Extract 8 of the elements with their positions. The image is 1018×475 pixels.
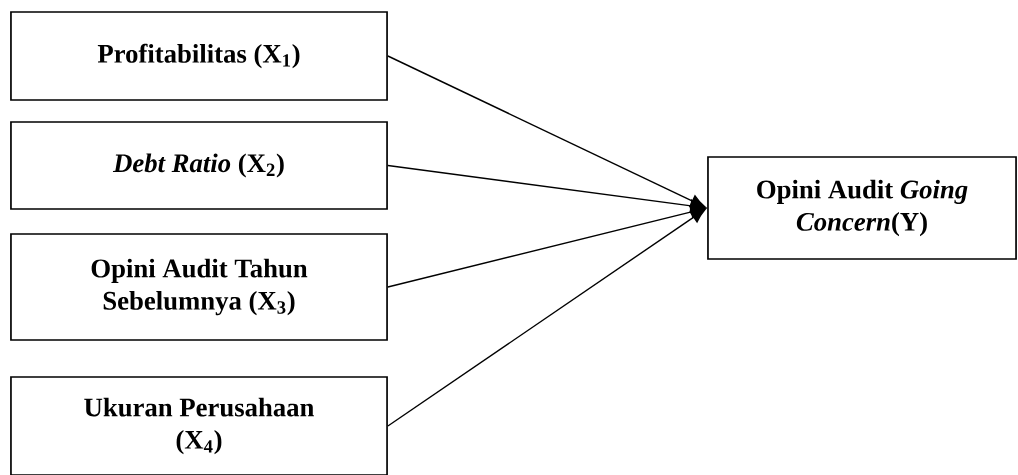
variable-box: Ukuran Perusahaan (X$_{4}$) xyxy=(10,376,388,475)
arrow xyxy=(387,208,706,427)
arrow xyxy=(387,55,706,208)
variable-box: Profitabilitas (X$_{1}$) xyxy=(10,11,388,101)
variable-box: Opini Audit Tahun Sebelumnya (X$_{3}$) xyxy=(10,233,388,341)
variable-box: Opini Audit Going Concern(Y) xyxy=(707,156,1017,260)
variable-box: Debt Ratio (X$_{2}$) xyxy=(10,121,388,210)
arrow xyxy=(387,205,706,288)
